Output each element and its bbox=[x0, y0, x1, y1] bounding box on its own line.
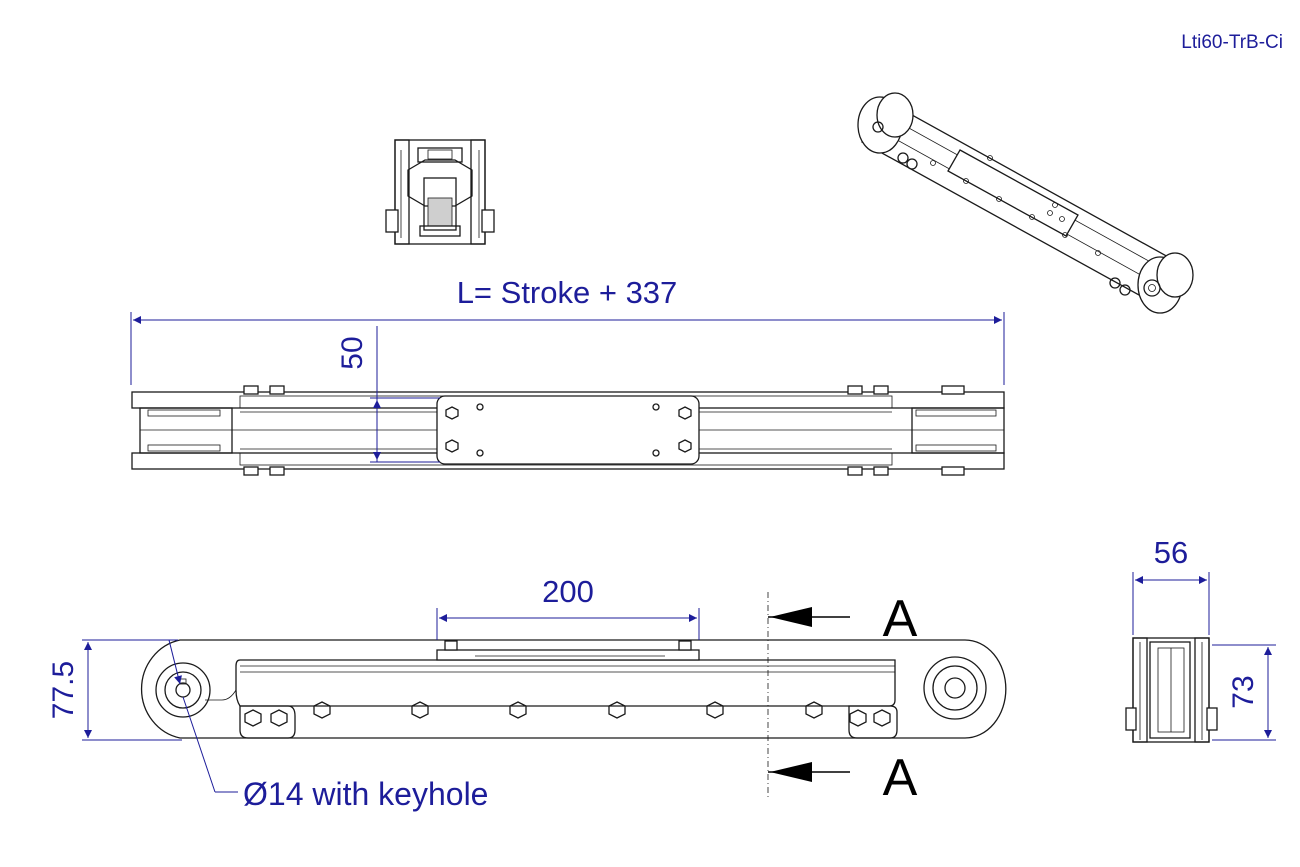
shaft-note: Ø14 with keyhole bbox=[243, 776, 488, 812]
length-label: L= Stroke + 337 bbox=[457, 275, 678, 310]
width-56-label: 56 bbox=[1154, 535, 1188, 570]
side-view bbox=[140, 639, 1007, 739]
height-73-label: 73 bbox=[1227, 675, 1260, 708]
part-number: Lti60-TrB-Ci bbox=[1181, 32, 1283, 53]
carriage-200-label: 200 bbox=[542, 574, 594, 609]
height-77-5-label: 77.5 bbox=[47, 661, 80, 719]
height-50-label: 50 bbox=[336, 336, 369, 369]
dimension-length: L= Stroke + 337 bbox=[130, 275, 1005, 385]
dimension-56: 56 bbox=[1132, 535, 1210, 635]
end-view-small bbox=[385, 139, 495, 245]
dimension-50: 50 bbox=[336, 326, 440, 463]
section-view bbox=[1125, 637, 1218, 743]
dimension-73: 73 bbox=[1212, 644, 1276, 741]
shaft-leader: Ø14 with keyhole bbox=[168, 639, 488, 812]
section-a-a: A A bbox=[767, 590, 918, 807]
section-label-bottom: A bbox=[883, 749, 918, 807]
isometric-view bbox=[857, 92, 1194, 314]
section-label-top: A bbox=[883, 590, 918, 648]
top-view bbox=[131, 385, 1005, 476]
dimension-200: 200 bbox=[436, 574, 700, 640]
dimension-77-5: 77.5 bbox=[47, 639, 182, 741]
